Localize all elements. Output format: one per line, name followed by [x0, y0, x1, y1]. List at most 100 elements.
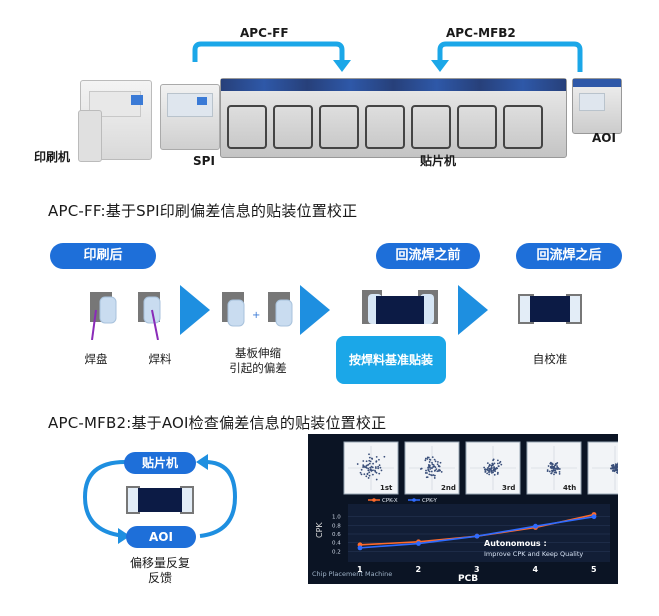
scatter-point [494, 469, 496, 471]
x-axis-caption: Chip Placement Machine [312, 570, 392, 578]
scatter-point [437, 461, 439, 463]
scatter-point [497, 459, 499, 461]
scatter-point [374, 470, 376, 472]
scatter-point [425, 470, 427, 472]
scatter-point [552, 464, 554, 466]
scatter-point [556, 463, 558, 465]
scatter-point [613, 466, 615, 468]
x-tick-label: 3 [474, 565, 480, 574]
scatter-point [425, 458, 427, 460]
scatter-point [381, 470, 383, 472]
scatter-point [493, 459, 495, 461]
scatter-point [431, 462, 433, 464]
scatter-point [491, 467, 493, 469]
scatter-point [370, 461, 372, 463]
scatter-point [383, 456, 385, 458]
apc-ff-label: APC-FF [240, 26, 289, 40]
scatter-point [363, 466, 365, 468]
scatter-point [431, 471, 433, 473]
scatter-point [375, 467, 377, 469]
pill-before-reflow: 回流焊之前 [376, 243, 480, 269]
scatter-point [377, 466, 379, 468]
scatter-point [488, 474, 490, 476]
loop-solder-right [182, 488, 192, 512]
y-axis-label: CPK [315, 522, 324, 538]
scatter-point [367, 473, 369, 475]
scatter-point [429, 459, 431, 461]
spi-label: SPI [193, 154, 215, 168]
apc-ff-process-diagram: + [0, 280, 659, 340]
scatter-point [559, 471, 561, 473]
scatter-point [556, 466, 558, 468]
shift-solder-left [228, 300, 244, 326]
scatter-point [362, 464, 364, 466]
scatter-point [559, 473, 561, 475]
scatter-point [439, 466, 441, 468]
aoi-label: AOI [592, 131, 616, 145]
scatter-point [500, 464, 502, 466]
x-tick-label: 4 [533, 565, 539, 574]
scatter-point [614, 470, 616, 472]
scatter-point [553, 469, 555, 471]
scatter-point [484, 471, 486, 473]
scatter-point [488, 465, 490, 467]
scatter-point [363, 473, 365, 475]
mount-chip [376, 296, 424, 324]
apc-mfb2-label: APC-MFB2 [446, 26, 516, 40]
scatter-point [366, 460, 368, 462]
scatter-point [367, 469, 369, 471]
apc-mfb2-title: APC-MFB2:基于AOI检查偏差信息的贴装位置校正 [48, 412, 386, 433]
annotation-title: Autonomous : [484, 539, 547, 548]
scatter-point [612, 470, 614, 472]
printer-label: 印刷机 [34, 148, 70, 165]
series-point [475, 534, 480, 539]
apc-ff-title: APC-FF:基于SPI印刷偏差信息的贴装位置校正 [48, 200, 357, 221]
y-tick-label: 0.2 [332, 549, 341, 555]
scatter-point [376, 479, 378, 481]
scatter-point [492, 464, 494, 466]
y-tick-label: 1.0 [332, 515, 341, 521]
scatter-point [547, 470, 549, 472]
loop-arc-left [85, 462, 125, 536]
scatter-point [616, 468, 618, 470]
feedback-caption: 偏移量反复 反馈 [110, 556, 210, 586]
aligned-solder-right [570, 296, 580, 322]
scatter-point [438, 469, 440, 471]
scatter-point [498, 465, 500, 467]
scatter-point [434, 470, 436, 472]
scatter-point [368, 453, 370, 455]
scatter-point [370, 469, 372, 471]
spi-machine [160, 84, 220, 150]
shift-solder-right [276, 300, 292, 326]
scatter-point [434, 477, 436, 479]
pill-after-print: 印刷后 [50, 243, 156, 269]
scatter-point [553, 473, 555, 475]
legend-label: CPK-X [382, 498, 398, 504]
apc-ff-arrow [195, 44, 342, 62]
loop-arc-right [200, 462, 235, 536]
caption-substrate: 基板伸缩 引起的偏差 [216, 346, 300, 376]
loop-solder-left [128, 488, 138, 512]
x-axis-label: PCB [458, 574, 478, 584]
scatter-point [369, 475, 371, 477]
scatter-point [427, 457, 429, 459]
aligned-solder-left [520, 296, 530, 322]
scatter-point [489, 464, 491, 466]
scatter-point [368, 477, 370, 479]
scatter-point [369, 457, 371, 459]
scatter-point [420, 468, 422, 470]
scatter-point [610, 468, 612, 470]
scatter-point [556, 468, 558, 470]
thumbnail-label: 1st [380, 484, 393, 492]
scatter-point [368, 471, 370, 473]
thumbnail-label: 4th [563, 484, 576, 492]
scatter-point [487, 462, 489, 464]
scatter-point [555, 472, 557, 474]
scatter-point [370, 467, 372, 469]
scatter-point [497, 463, 499, 465]
scatter-point [489, 471, 491, 473]
series-point [416, 541, 421, 546]
scatter-point [499, 462, 501, 464]
